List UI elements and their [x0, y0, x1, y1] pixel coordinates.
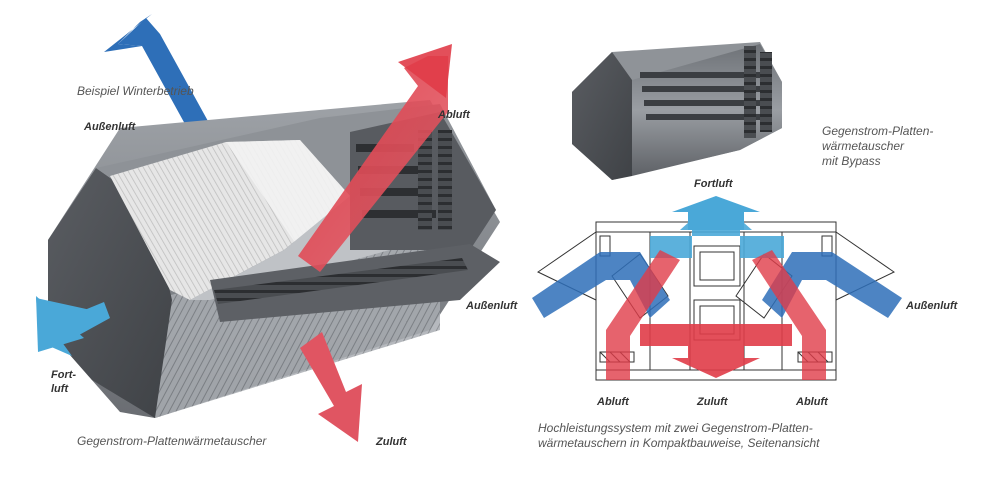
fortluft-label-system: Fortluft — [694, 178, 733, 190]
abluft-label-system-right: Abluft — [796, 396, 828, 408]
system-caption-line2: wärmetauschern in Kompaktbauweise, Seite… — [538, 436, 820, 450]
aussenluft-label-system-left: Außenluft — [466, 300, 518, 312]
zuluft-label-left: Zuluft — [376, 436, 407, 448]
zuluft-arrow-left — [300, 332, 362, 442]
abluft-label-left: Abluft — [438, 109, 470, 121]
fortluft-label-left: Fort- luft — [51, 368, 76, 396]
abluft-label-system-left: Abluft — [597, 396, 629, 408]
bypass-caption-line3: mit Bypass — [822, 154, 881, 168]
abluft-arrow — [298, 56, 448, 272]
system-air-flows — [532, 196, 902, 380]
aussenluft-label-left: Außenluft — [84, 121, 136, 133]
system-caption-line1: Hochleistungssystem mit zwei Gegenstrom-… — [538, 421, 813, 435]
left-heat-exchanger-image — [36, 14, 500, 442]
system-caption: Hochleistungssystem mit zwei Gegenstrom-… — [538, 421, 898, 451]
bypass-caption-line1: Gegenstrom-Platten- — [822, 124, 934, 138]
aussenluft-arrow-left — [118, 18, 214, 144]
bypass-caption: Gegenstrom-Platten- wärmetauscher mit By… — [822, 124, 992, 169]
aussenluft-label-system-right: Außenluft — [906, 300, 958, 312]
mode-label: Beispiel Winterbetrieb — [77, 84, 194, 98]
fortluft-label-left-line2: luft — [51, 383, 69, 395]
left-caption: Gegenstrom-Plattenwärmetauscher — [77, 434, 267, 448]
bypass-heat-exchanger-image — [572, 42, 782, 180]
fortluft-label-left-line1: Fort- — [51, 369, 77, 381]
zuluft-label-system: Zuluft — [697, 396, 728, 408]
bypass-slots — [640, 46, 772, 138]
bypass-caption-line2: wärmetauscher — [822, 139, 905, 153]
